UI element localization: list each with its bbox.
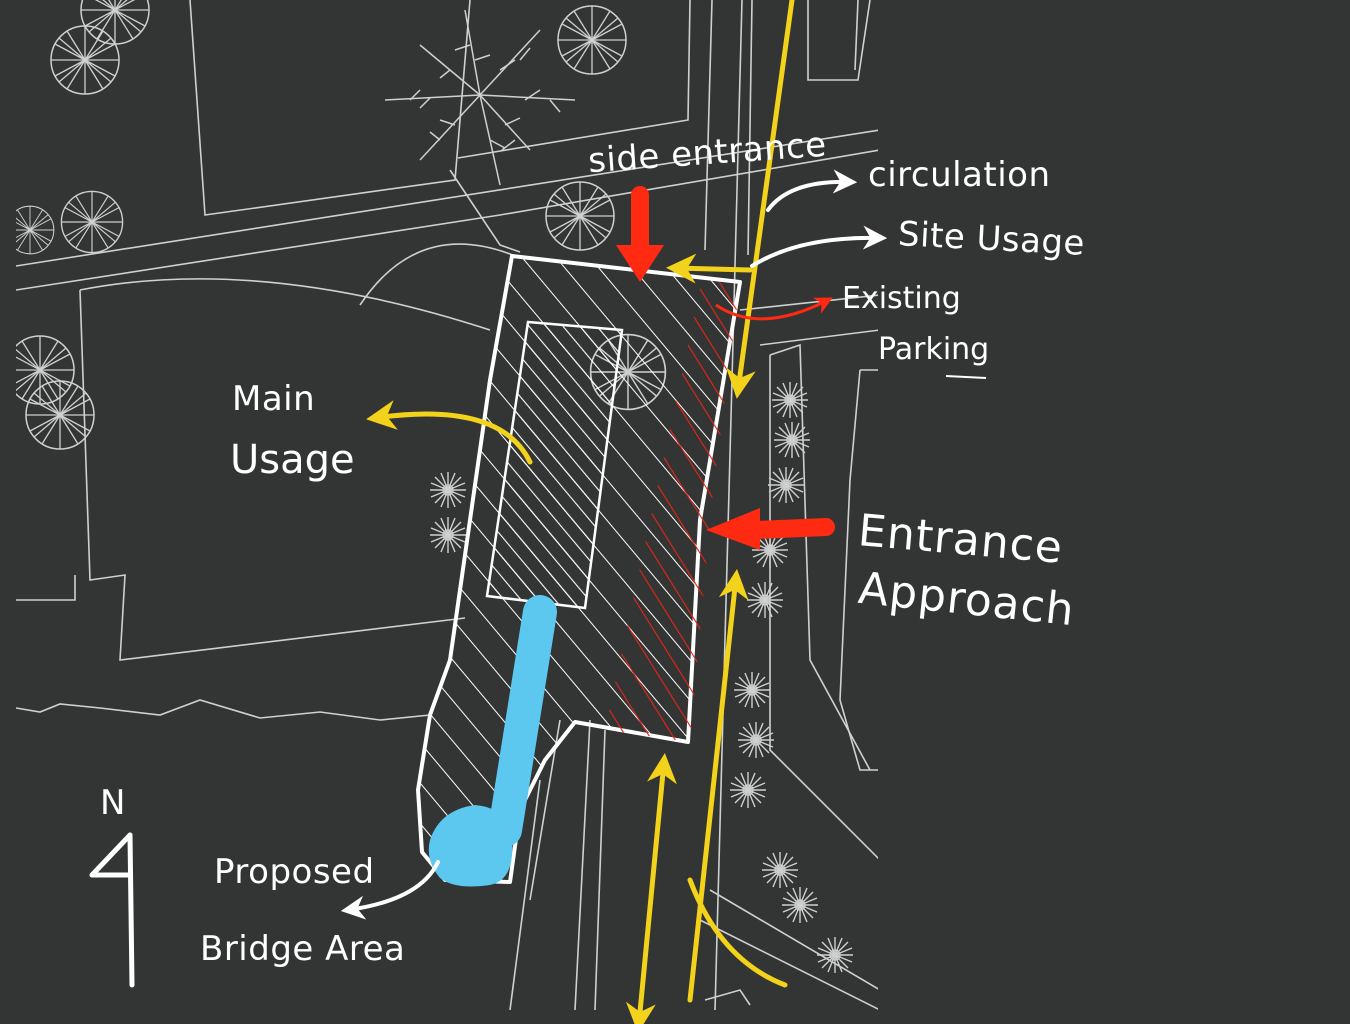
proposed-bridge	[428, 595, 557, 887]
existing-parking-zone	[605, 280, 740, 742]
parking-underline	[945, 375, 987, 379]
site-usage-label: Site Usage	[897, 214, 1086, 264]
circulation-label: circulation	[868, 155, 1051, 195]
usage-label: Usage	[230, 437, 355, 483]
tree-icon	[557, 5, 627, 75]
north-arrow-icon	[89, 832, 135, 988]
shrub-icon	[771, 381, 809, 419]
tree-icon	[50, 25, 120, 95]
north-label: N	[100, 783, 126, 823]
entrance-arrows	[616, 186, 835, 550]
bridge-area-label: Bridge Area	[200, 929, 406, 969]
palm-tree-icon	[384, 9, 576, 186]
existing-label: Existing	[842, 281, 961, 316]
circulation-paths	[366, 0, 795, 1024]
tree-icon	[545, 181, 615, 251]
parking-label: Parking	[878, 332, 990, 367]
main-label: Main	[232, 379, 316, 419]
proposed-label: Proposed	[214, 852, 375, 892]
base-plan-linework	[16, 0, 878, 1010]
annotation-arrows	[340, 169, 888, 920]
main-usage-building	[485, 320, 624, 610]
